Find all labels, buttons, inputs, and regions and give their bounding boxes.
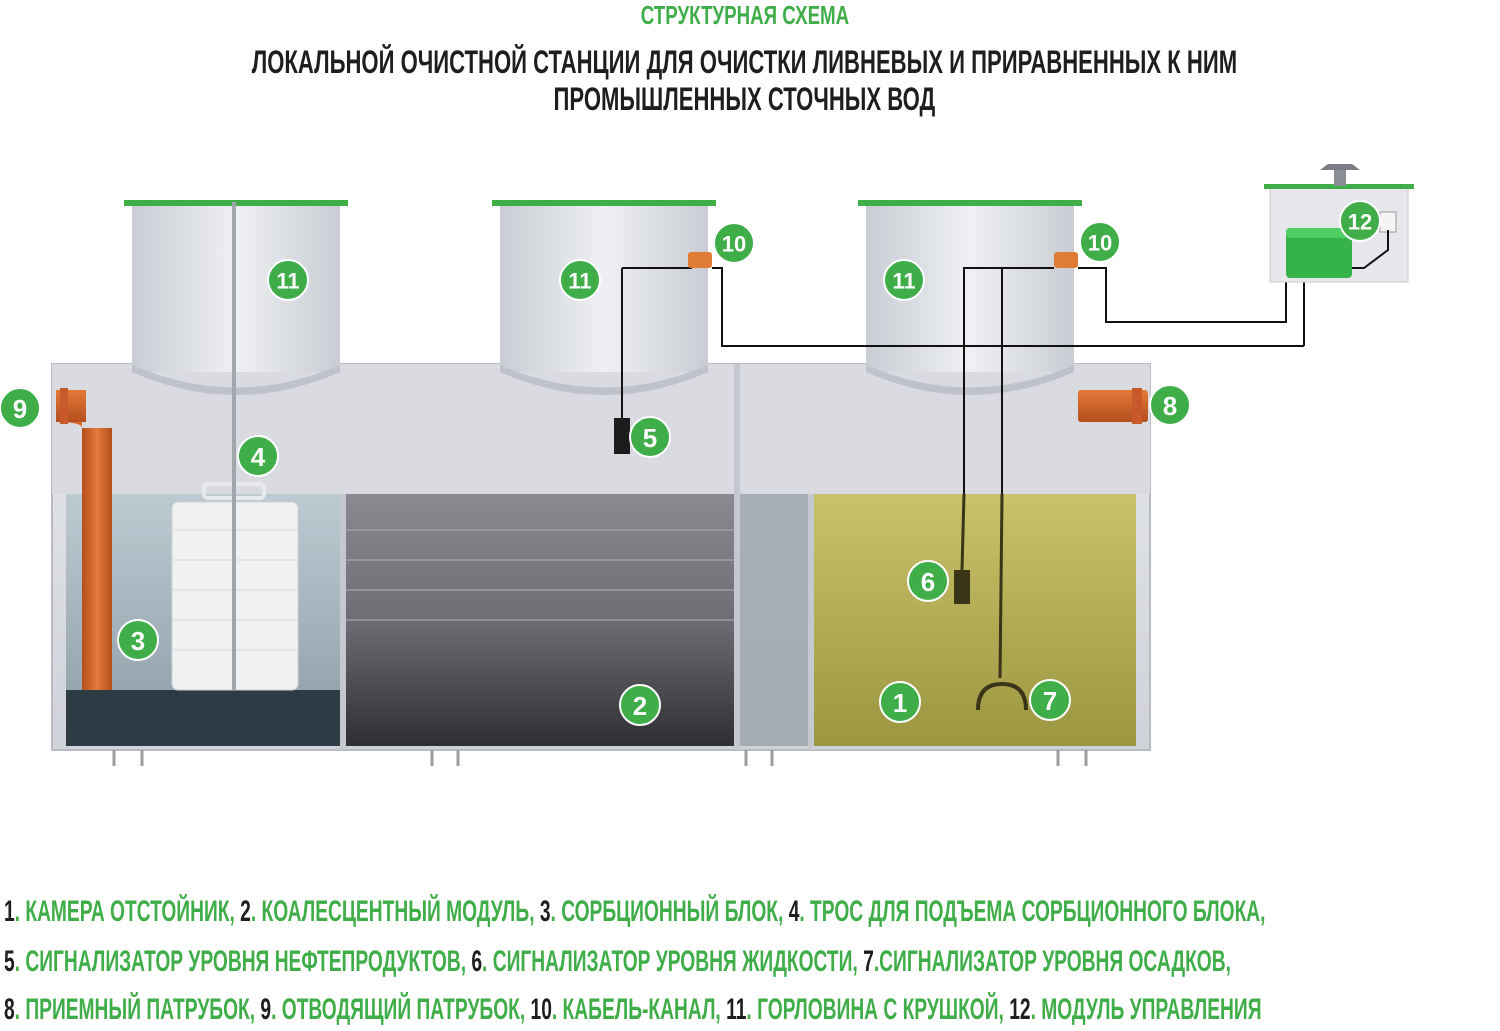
legend-number: 6 — [471, 945, 483, 978]
partition-wall-2 — [734, 364, 740, 750]
legend-item-text: . СИГНАЛИЗАТОР УРОВНЯ ЖИДКОСТИ, — [482, 945, 864, 978]
legend-item-text: . КАБЕЛЬ-КАНАЛ, — [551, 993, 727, 1026]
number-badge-10: 10 — [1079, 221, 1121, 263]
number-badge-9: 9 — [0, 387, 41, 429]
legend-number: 9 — [260, 993, 272, 1026]
legend-item-text: . СИГНАЛИЗАТОР УРОВНЯ НЕФТЕПРОДУКТОВ, — [14, 945, 472, 978]
tank-supports — [112, 750, 1088, 766]
partition-wall-1 — [340, 494, 346, 750]
number-badge-11: 11 — [559, 259, 601, 301]
legend-number: 3 — [539, 895, 551, 928]
number-badge-5: 5 — [629, 416, 671, 458]
legend-number: 12 — [1009, 993, 1031, 1026]
neck-right — [858, 200, 1082, 395]
number-badge-label: 12 — [1348, 210, 1372, 235]
liquid-level-sensor — [954, 493, 970, 604]
legend-item-text: . ПРИЕМНЫЙ ПАТРУБОК, — [14, 993, 261, 1026]
settling-tank-water — [814, 494, 1136, 746]
outlet-pipe — [56, 388, 112, 690]
diagram-subtitle: ЛОКАЛЬНОЙ ОЧИСТНОЙ СТАНЦИИ ДЛЯ ОЧИСТКИ Л… — [251, 44, 1238, 117]
inlet-pipe — [1078, 388, 1148, 424]
number-badge-label: 11 — [568, 269, 591, 294]
number-badge-label: 6 — [921, 567, 935, 597]
number-badge-label: 9 — [13, 394, 27, 424]
number-badge-label: 11 — [892, 269, 915, 294]
coalescent-stripes — [346, 529, 734, 621]
legend-number: 8 — [4, 993, 15, 1026]
legend-line-3: 8. ПРИЕМНЫЙ ПАТРУБОК, 9. ОТВОДЯЩИЙ ПАТРУ… — [4, 993, 1262, 1027]
partition-wall-3 — [808, 494, 814, 750]
number-badge-2: 2 — [619, 684, 661, 726]
number-badge-3: 3 — [117, 619, 159, 661]
legend-number: 5 — [4, 945, 15, 978]
legend-item-text: . ГОРЛОВИНА С КРУШКОЙ, — [746, 993, 1010, 1026]
legend-number: 2 — [240, 895, 251, 928]
legend-number: 4 — [788, 895, 800, 928]
legend-number: 10 — [530, 993, 552, 1026]
diagram-title: СТРУКТУРНАЯ СХЕМА — [640, 0, 850, 30]
legend-number: 1 — [4, 895, 15, 928]
legend-item-text: . КОАЛЕСЦЕНТНЫЙ МОДУЛЬ, — [250, 895, 540, 928]
tank-top-ceiling — [52, 364, 1150, 494]
number-badge-label: 8 — [1163, 391, 1177, 421]
legend-item-text: . КАМЕРА ОТСТОЙНИК, — [14, 895, 241, 928]
transfer-chamber-water — [740, 494, 808, 746]
neck-middle — [492, 200, 716, 395]
legend-number: 11 — [726, 993, 747, 1026]
legend-item-text: . СОРБЦИОННЫЙ БЛОК, — [550, 895, 789, 928]
number-badge-10: 10 — [713, 222, 755, 264]
cable-channel-right — [1054, 252, 1078, 268]
number-badge-label: 11 — [276, 269, 299, 294]
number-badge-label: 7 — [1043, 686, 1057, 716]
sensor-wires — [712, 267, 1305, 494]
number-badge-8: 8 — [1149, 384, 1191, 426]
number-badge-label: 10 — [1088, 231, 1112, 256]
sediment-level-sensor — [976, 493, 1028, 711]
number-badge-11: 11 — [883, 259, 925, 301]
legend-item-text: .СИГНАЛИЗАТОР УРОВНЯ ОСАДКОВ, — [873, 945, 1231, 978]
cable-channel-middle — [688, 252, 712, 268]
oil-level-sensor — [614, 267, 692, 454]
sorption-chamber-bottom — [66, 690, 340, 746]
legend-item-text: . ОТВОДЯЩИЙ ПАТРУБОК, — [271, 993, 531, 1026]
number-badge-label: 3 — [131, 626, 145, 656]
number-badge-11: 11 — [267, 259, 309, 301]
number-badge-7: 7 — [1029, 679, 1071, 721]
number-badge-4: 4 — [237, 435, 279, 477]
number-badge-12: 12 — [1339, 200, 1381, 242]
legend-item-text: . ТРОС ДЛЯ ПОДЪЕМА СОРБЦИОННОГО БЛОКА, — [799, 895, 1266, 928]
number-badge-label: 4 — [251, 442, 266, 472]
number-badge-label: 5 — [643, 423, 657, 453]
number-badge-6: 6 — [907, 560, 949, 602]
legend-item-text: . МОДУЛЬ УПРАВЛЕНИЯ — [1030, 993, 1262, 1026]
legend-number: 7 — [863, 945, 874, 978]
legend-line-2: 5. СИГНАЛИЗАТОР УРОВНЯ НЕФТЕПРОДУКТОВ, 6… — [4, 945, 1231, 979]
number-badge-label: 1 — [893, 688, 907, 718]
control-module — [1264, 164, 1414, 283]
number-badge-label: 2 — [633, 691, 647, 721]
legend-line-1: 1. КАМЕРА ОТСТОЙНИК, 2. КОАЛЕСЦЕНТНЫЙ МО… — [4, 895, 1266, 929]
number-badge-1: 1 — [879, 681, 921, 723]
number-badge-label: 10 — [722, 232, 746, 257]
